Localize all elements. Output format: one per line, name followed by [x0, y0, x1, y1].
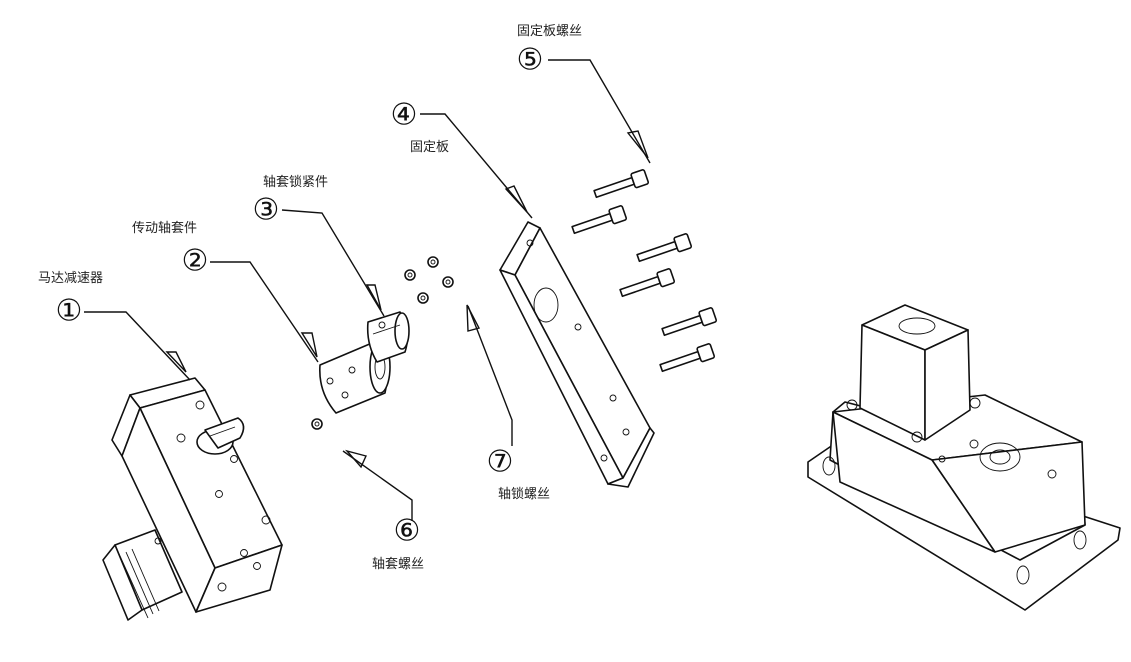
assembled-unit-icon — [807, 304, 1121, 611]
callout-6-label: 轴套螺丝 — [372, 556, 424, 572]
motor-gearbox-icon — [102, 377, 283, 621]
screw-icon — [311, 256, 454, 430]
callout-4-number: ④ — [391, 98, 418, 133]
callout-2-label: 传动轴套件 — [132, 220, 197, 236]
callout-4-label: 固定板 — [410, 140, 449, 155]
mounting-plate-icon — [499, 221, 655, 488]
callout-3-number: ③ — [253, 193, 280, 228]
callout-6-number: ⑥ — [394, 514, 421, 549]
plate-screws — [571, 169, 718, 373]
callout-5-number: ⑤ — [517, 43, 544, 78]
leader-lines — [84, 59, 651, 521]
callout-1-number: ① — [56, 294, 83, 329]
callout-5-label: 固定板螺丝 — [517, 24, 582, 39]
callout-2-number: ② — [182, 244, 209, 279]
shaft-coupling-icon — [319, 311, 410, 414]
callout-7-number: ⑦ — [487, 445, 514, 480]
callout-7-label: 轴锁螺丝 — [498, 486, 550, 502]
callout-3-label: 轴套锁紧件 — [263, 174, 328, 190]
callout-1-label: 马达减速器 — [38, 271, 103, 286]
